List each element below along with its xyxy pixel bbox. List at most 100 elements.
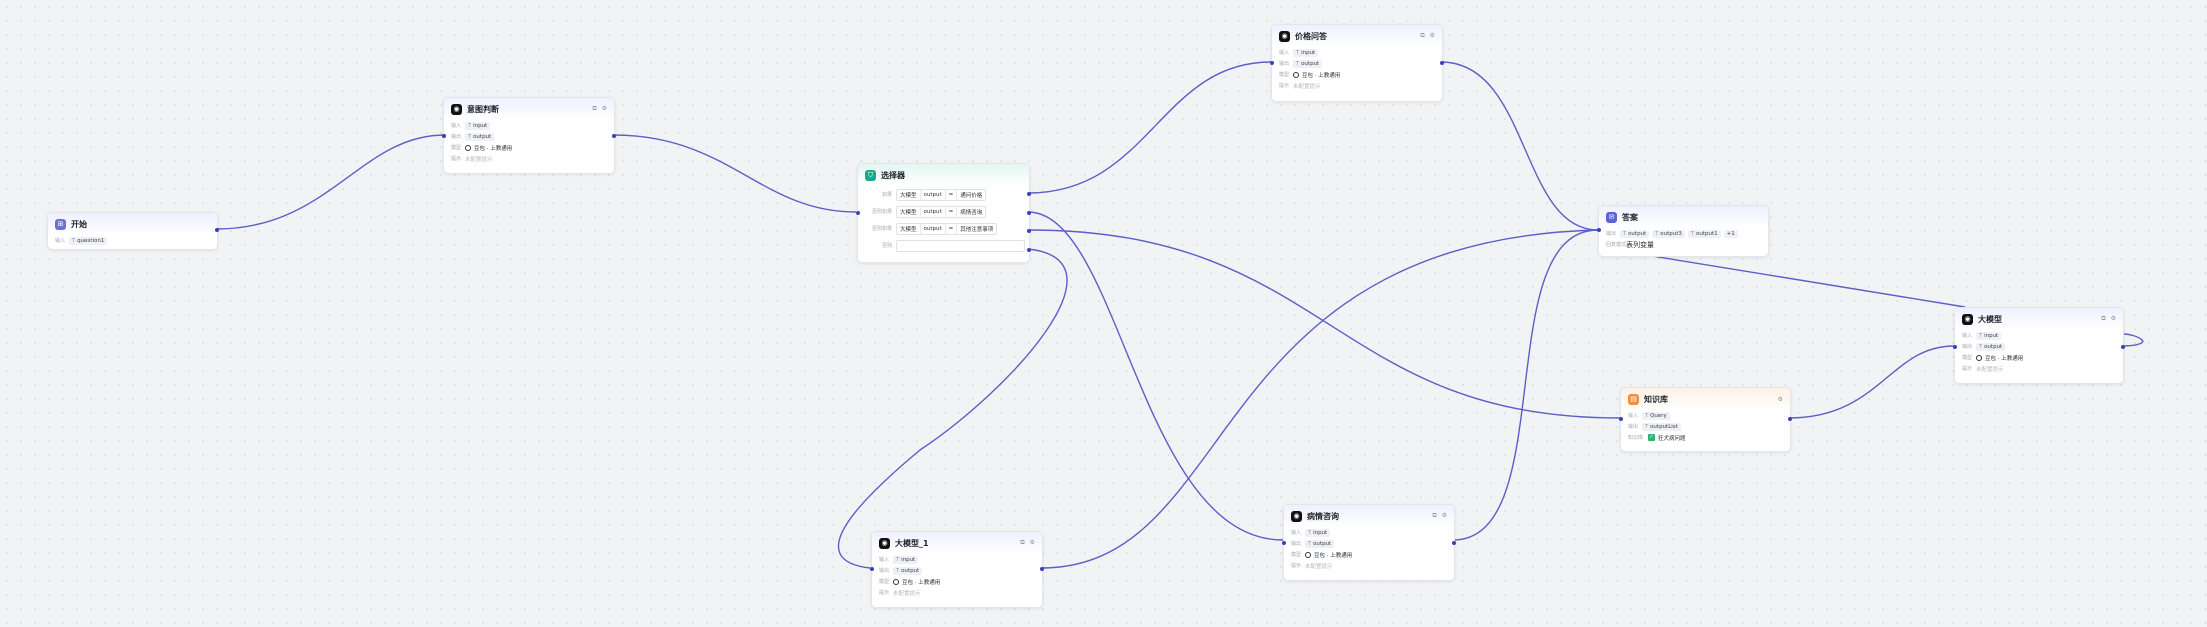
node-title: 大模型_1 <box>895 538 929 548</box>
node-title: 病情咨询 <box>1307 511 1339 521</box>
model-label: 模型 <box>1279 72 1290 78</box>
node-title: 答案 <box>1622 212 1638 222</box>
node-title: 开始 <box>71 219 87 229</box>
model-brand-icon <box>893 578 899 585</box>
copy-icon[interactable]: ⧉ <box>1420 32 1425 39</box>
var-type: T <box>896 567 900 574</box>
output-port-elseif-1[interactable] <box>1027 211 1031 215</box>
kb-check-icon: ✓ <box>1648 434 1655 441</box>
gear-icon[interactable]: ⚙ <box>1441 512 1447 519</box>
var-type: T <box>72 237 76 244</box>
copy-icon[interactable]: ⧉ <box>1432 512 1437 519</box>
var-name: outputList <box>1650 423 1678 430</box>
output-port[interactable] <box>215 228 219 232</box>
condition-source: 大模型 <box>897 223 921 234</box>
output-port[interactable] <box>2121 345 2125 349</box>
input-port[interactable] <box>1270 61 1274 65</box>
var-type: T <box>1979 343 1983 350</box>
edge-kb-llm <box>1788 345 1955 419</box>
var-name: input <box>1301 49 1316 56</box>
copy-icon[interactable]: ⧉ <box>1020 539 1025 546</box>
prompt-label: 提示 <box>451 156 462 162</box>
condition-op: = <box>946 189 958 200</box>
condition-op: = <box>946 206 958 217</box>
input-port[interactable] <box>1619 417 1623 421</box>
gear-icon[interactable]: ⚙ <box>1777 395 1783 403</box>
model-value: 豆包 · 上教通用 <box>1314 552 1353 559</box>
var-type: T <box>1645 412 1649 419</box>
start-icon: ⊞ <box>55 218 66 230</box>
var-name: output <box>901 567 920 574</box>
gear-icon[interactable]: ⚙ <box>1429 32 1435 39</box>
copy-icon[interactable]: ⧉ <box>2101 315 2106 322</box>
edge-filter-llm1 <box>837 248 1068 569</box>
gear-icon[interactable]: ⚙ <box>1029 539 1035 546</box>
gear-icon[interactable]: ⚙ <box>2110 315 2116 322</box>
prompt-label: 提示 <box>879 590 890 596</box>
output-port-else[interactable] <box>1027 248 1031 252</box>
output-label: 输出 <box>451 134 462 140</box>
output-port-if[interactable] <box>1027 192 1031 196</box>
output-port-elseif-2[interactable] <box>1027 229 1031 233</box>
model-brand-icon <box>1305 551 1311 558</box>
prompt-label: 提示 <box>1291 563 1302 569</box>
input-port[interactable] <box>870 567 874 571</box>
input-port[interactable] <box>1953 345 1957 349</box>
node-title: 大模型 <box>1978 314 2002 324</box>
kb-value: 狂犬病问题 <box>1658 435 1686 442</box>
edge-filter-disease <box>1027 211 1284 541</box>
model-icon: ◉ <box>1279 30 1290 42</box>
output-port[interactable] <box>1040 567 1044 571</box>
condition-source: 大模型 <box>897 189 921 200</box>
var-name: question1 <box>77 237 105 244</box>
model-value: 豆包 · 上教通用 <box>902 579 941 586</box>
var-name: output3 <box>1660 230 1682 237</box>
condition-label: 否则 <box>881 243 892 249</box>
input-label: 输入 <box>451 123 462 129</box>
var-name: output <box>1313 540 1332 547</box>
more-vars-badge[interactable]: +1 <box>1723 229 1738 238</box>
condition-row: 否则 <box>858 237 1029 254</box>
condition-label: 否则如果 <box>871 226 892 232</box>
edge-price-answer <box>1440 61 1599 231</box>
gear-icon[interactable]: ⚙ <box>601 105 607 112</box>
model-label: 模型 <box>451 145 462 151</box>
edge-answer-llm <box>1639 253 1966 308</box>
var-type: T <box>896 556 900 563</box>
var-type: T <box>1645 423 1649 430</box>
copy-icon[interactable]: ⧉ <box>592 105 597 112</box>
model-value: 豆包 · 上教通用 <box>474 145 513 152</box>
output-port[interactable] <box>1440 61 1444 65</box>
edge-disease-answer <box>1452 229 1599 541</box>
input-port[interactable] <box>442 134 446 138</box>
input-port[interactable] <box>1282 541 1286 545</box>
var-type: T <box>1623 230 1627 237</box>
condition-label: 否则如果 <box>871 209 892 215</box>
node-title: 知识库 <box>1644 394 1668 404</box>
knowledge-base-icon: ▤ <box>1628 393 1639 405</box>
output-port[interactable] <box>612 134 616 138</box>
output-port[interactable] <box>1788 417 1792 421</box>
input-port[interactable] <box>856 211 860 215</box>
var-name: input <box>1313 529 1328 536</box>
else-field[interactable] <box>896 239 1025 252</box>
prompt-value: 未配置提示 <box>1293 83 1321 90</box>
input-port[interactable] <box>1597 228 1601 232</box>
prompt-value: 未配置提示 <box>1976 366 2004 373</box>
output-port[interactable] <box>1452 541 1456 545</box>
